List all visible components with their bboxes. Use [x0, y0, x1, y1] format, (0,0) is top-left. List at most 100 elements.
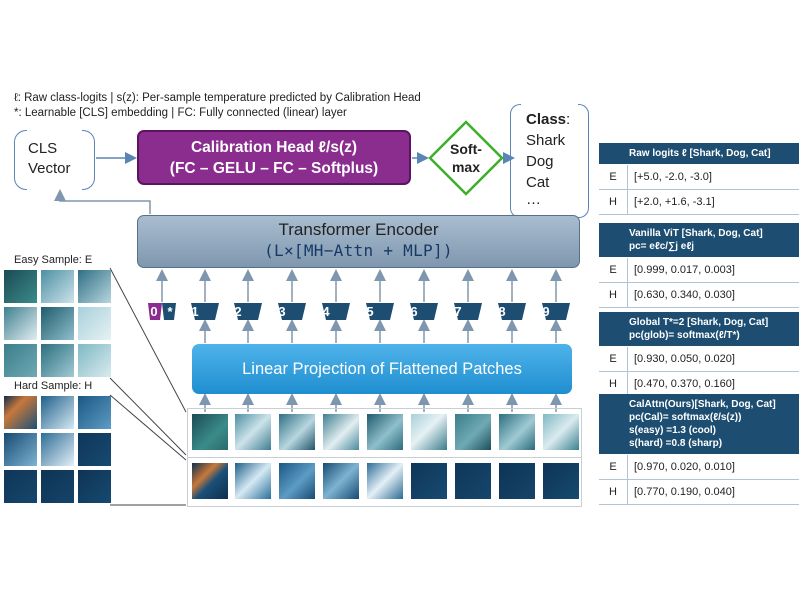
hard-grid-patch	[4, 396, 37, 429]
token-label: 8	[498, 304, 506, 319]
hard-grid-patch	[78, 470, 111, 503]
linear-projection: Linear Projection of Flattened Patches	[192, 344, 572, 394]
hard-grid-patch	[78, 433, 111, 466]
row-value: [0.770, 0.190, 0.040]	[634, 486, 735, 498]
token-shape	[498, 303, 526, 320]
row-key: E	[599, 258, 628, 282]
easy-patch	[367, 414, 403, 450]
table-header: Vanilla ViT [Shark, Dog, Cat] pc= eℓc/∑j…	[599, 223, 799, 258]
hard-patch	[367, 463, 403, 499]
hard-grid-patch	[41, 396, 74, 429]
token-label: 0	[150, 304, 158, 319]
hard-grid-patch	[4, 433, 37, 466]
table-row: H [0.630, 0.340, 0.030]	[599, 283, 799, 308]
table-row: H[+2.0, +1.6, -3.1]	[599, 190, 799, 215]
cls-vector-line-2: Vector	[28, 160, 71, 177]
token-shape	[191, 303, 219, 320]
easy-grid-patch	[41, 307, 74, 340]
hard-grid-patch	[4, 470, 37, 503]
token-shape	[322, 303, 350, 320]
table-global-temperature: Global T*=2 [Shark, Dog, Cat] pc(glob)= …	[599, 312, 799, 397]
class-item: Shark	[526, 132, 566, 149]
table-header: CalAttn(Ours)[Shark, Dog, Cat] pc(Cal)= …	[599, 394, 799, 455]
easy-patch	[323, 414, 359, 450]
token-label: 6	[410, 304, 418, 319]
table-row: E [0.999, 0.017, 0.003]	[599, 258, 799, 283]
row-key: H	[599, 190, 628, 214]
table-header-line: Vanilla ViT [Shark, Dog, Cat]	[629, 228, 763, 239]
softmax-line-1: Soft-	[450, 141, 482, 157]
row-key: E	[599, 165, 628, 189]
row-key: H	[599, 480, 628, 504]
token-label: 3	[278, 304, 286, 319]
table-row: E[0.930, 0.050, 0.020]	[599, 347, 799, 372]
token-label: 5	[366, 304, 374, 319]
cls-vector-line-1: CLS	[28, 140, 58, 157]
row-key: H	[599, 283, 628, 307]
hard-patch	[235, 463, 271, 499]
table-row: H [0.770, 0.190, 0.040]	[599, 480, 799, 505]
table-vanilla-vit: Vanilla ViT [Shark, Dog, Cat] pc= eℓc/∑j…	[599, 223, 799, 308]
token-label: 2	[234, 304, 242, 319]
row-value: [+5.0, -2.0, -3.0]	[634, 171, 712, 183]
table-header-line: Global T*=2 [Shark, Dog, Cat]	[629, 317, 769, 328]
cls-token-marker: *	[167, 304, 173, 319]
table-raw-logits: Raw logits ℓ [Shark, Dog, Cat] E [+5.0, -…	[599, 143, 799, 215]
class-colon: :	[566, 111, 571, 128]
easy-grid-patch	[78, 344, 111, 377]
easy-grid-patch	[4, 307, 37, 340]
easy-patch	[411, 414, 447, 450]
transformer-encoder: Transformer Encoder (L×[MH−Attn + MLP])	[137, 215, 580, 268]
easy-sample-grid	[4, 270, 112, 378]
table-header-line: pc(Cal)= softmax(ℓ/s(z))	[629, 412, 742, 423]
token-shape	[454, 303, 482, 320]
hard-grid-patch	[41, 433, 74, 466]
cls-token-shape	[148, 303, 176, 320]
table-header-line: pc(glob)= softmax(ℓ/T*)	[629, 330, 740, 341]
softmax-label: Soft- max	[428, 140, 504, 176]
hard-patch	[323, 463, 359, 499]
token-label: 7	[454, 304, 462, 319]
hard-patch	[499, 463, 535, 499]
class-label: Class	[526, 111, 567, 128]
row-value: [0.999, 0.017, 0.003]	[634, 264, 735, 276]
hard-grid-patch	[41, 470, 74, 503]
arrow-encoder-to-cls	[54, 189, 151, 214]
easy-grid-patch	[41, 344, 74, 377]
row-key: E	[599, 347, 628, 371]
token-shape	[542, 303, 570, 320]
token-shape	[410, 303, 438, 320]
row-key: H	[599, 372, 628, 396]
token-label: 9	[542, 304, 550, 319]
token-shape	[366, 303, 394, 320]
encoder-subtitle: (L×[MH−Attn + MLP])	[264, 241, 453, 260]
hard-patch	[279, 463, 315, 499]
calibration-head: Calibration Head ℓ/s(z) (FC – GELU – FC …	[137, 130, 411, 185]
easy-patch	[279, 414, 315, 450]
hard-patch	[455, 463, 491, 499]
table-header-line: CalAttn(Ours)[Shark, Dog, Cat]	[629, 399, 776, 410]
hard-sample-label: Hard Sample: H	[14, 380, 93, 392]
note-line-2: *: Learnable [CLS] embedding | FC: Fully…	[14, 107, 347, 119]
easy-grid-patch	[41, 270, 74, 303]
easy-patch	[192, 414, 228, 450]
row-value: [0.970, 0.020, 0.010]	[634, 461, 735, 473]
class-item: Cat	[526, 174, 550, 191]
table-header: Global T*=2 [Shark, Dog, Cat] pc(glob)= …	[599, 312, 799, 347]
encoder-title: Transformer Encoder	[278, 220, 439, 239]
row-key: E	[599, 455, 628, 479]
table-header-line: Raw logits ℓ [Shark, Dog, Cat]	[629, 148, 771, 159]
table-calattn: CalAttn(Ours)[Shark, Dog, Cat] pc(Cal)= …	[599, 394, 799, 505]
calibration-head-title: Calibration Head ℓ/s(z)	[190, 139, 358, 156]
easy-to-row-line-bottom	[109, 377, 187, 456]
easy-patch	[455, 414, 491, 450]
easy-to-row-line-top	[109, 267, 187, 413]
token-up-arrows	[156, 269, 562, 302]
hard-grid-patch	[78, 396, 111, 429]
table-row: E [0.970, 0.020, 0.010]	[599, 455, 799, 480]
table-header-line: s(hard) =0.8 (sharp)	[629, 438, 723, 449]
hard-patch	[192, 463, 228, 499]
row-value: [0.630, 0.340, 0.030]	[634, 289, 735, 301]
easy-grid-patch	[78, 307, 111, 340]
